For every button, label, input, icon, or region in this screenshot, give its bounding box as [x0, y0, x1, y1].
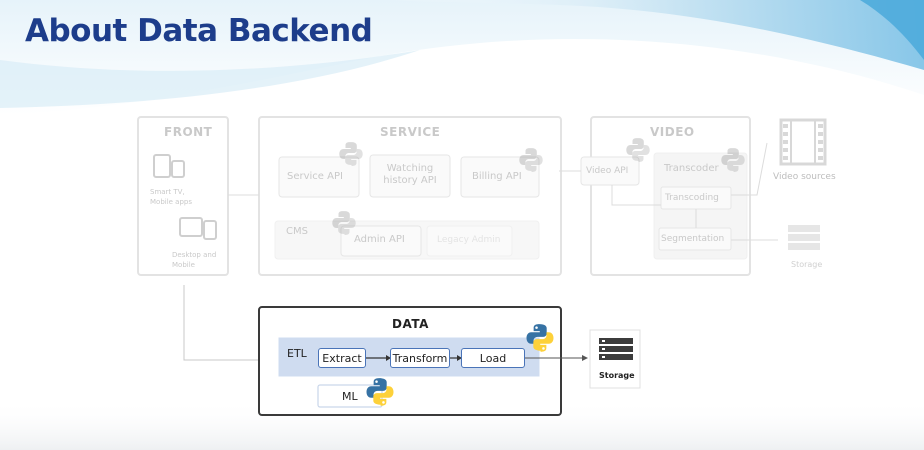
video-sources-label: Video sources [773, 172, 836, 182]
python-logo-icon [332, 211, 356, 235]
video-box [590, 116, 751, 276]
transform-step: Transform [390, 348, 450, 368]
video-header: VIDEO [650, 125, 695, 139]
python-logo-icon [721, 148, 745, 172]
front-desktop-label: Desktop and Mobile [172, 251, 217, 269]
transcoding-label: Transcoding [665, 193, 719, 203]
service-api-label: Service API [287, 171, 343, 182]
service-api-box [278, 156, 360, 198]
cms-label: CMS [286, 226, 308, 237]
admin-api-box [340, 225, 422, 257]
legacy-admin-box [426, 225, 513, 257]
extract-step: Extract [318, 348, 366, 368]
load-step: Load [461, 348, 525, 368]
server-storage-icon [599, 338, 633, 360]
server-storage-icon [788, 225, 820, 250]
legacy-admin-label: Legacy Admin [437, 235, 501, 245]
transcoder-label: Transcoder [664, 163, 719, 174]
front-mobile-label: Smart TV, Mobile apps [150, 188, 193, 206]
front-header: FRONT [164, 125, 213, 139]
ml-label: ML [342, 390, 358, 403]
billing-api-box [460, 156, 540, 198]
data-header: DATA [392, 317, 429, 331]
watching-history-api-label: Watching history API [383, 163, 437, 186]
data-storage-label: Storage [599, 371, 635, 380]
mobile-devices-icon [153, 154, 185, 178]
billing-api-label: Billing API [472, 171, 522, 182]
service-header: SERVICE [380, 125, 441, 139]
video-storage-label: Storage [791, 260, 823, 269]
watching-history-api-box [369, 154, 451, 198]
slide-title: About Data Backend [25, 13, 373, 49]
admin-api-label: Admin API [354, 234, 405, 245]
service-box [258, 116, 562, 276]
python-logo-icon [339, 142, 363, 166]
video-api-label: Video API [586, 166, 629, 176]
segmentation-box [658, 227, 732, 251]
python-logo-icon [626, 138, 650, 162]
film-strip-icon [779, 118, 827, 166]
segmentation-label: Segmentation [661, 234, 725, 244]
python-logo-icon [519, 148, 543, 172]
python-logo-icon [526, 324, 554, 352]
etl-label: ETL [287, 347, 307, 360]
front-box [137, 116, 229, 276]
python-logo-icon [366, 378, 394, 406]
desktop-devices-icon [179, 217, 217, 240]
